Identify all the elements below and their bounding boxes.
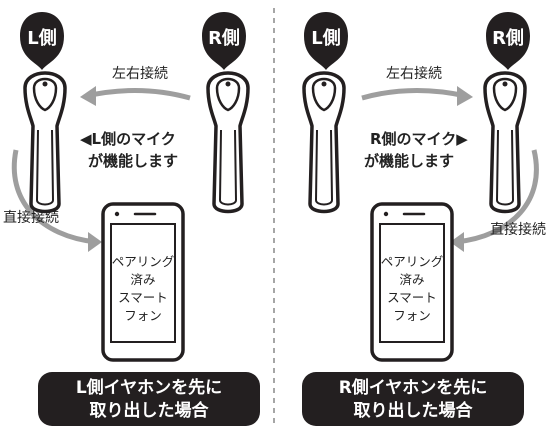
- left-pin-r-label: R側: [208, 27, 240, 49]
- right-phone-line-4: フォン: [393, 308, 431, 323]
- right-pin-l: L側: [304, 12, 348, 70]
- right-earbud-l-icon: [302, 71, 346, 214]
- right-phone-line-2: 済み: [399, 272, 424, 287]
- right-link-label: 左右接続: [386, 65, 442, 82]
- left-link-label: 左右接続: [112, 65, 168, 82]
- right-pin-l-label: L側: [311, 27, 340, 49]
- left-phone-icon: ペアリング 済み スマート フォン: [101, 202, 185, 362]
- left-phone-line-1: ペアリング: [112, 254, 175, 269]
- right-phone-icon: ペアリング 済み スマート フォン: [370, 202, 454, 362]
- left-panel: L側 R側 左右接続 ◀L側のマイク が機能します 直接接続 ペアリング 済み …: [3, 12, 260, 426]
- left-direct-arrow: [11, 149, 97, 245]
- right-direct-label: 直接接続: [490, 221, 546, 238]
- left-phone-line-3: スマート: [118, 290, 168, 305]
- left-phone-line-4: フォン: [124, 308, 162, 323]
- left-link-arrow: [85, 87, 191, 101]
- left-earbud-l-icon: [23, 71, 67, 214]
- left-caption-line2: 取り出した場合: [90, 400, 210, 421]
- right-mic-line1: R側のマイク▶: [370, 130, 468, 148]
- left-link-arrowhead: [80, 86, 96, 106]
- right-caption-box: [302, 372, 524, 426]
- right-phone-line-3: スマート: [387, 290, 437, 305]
- right-link-arrow: [361, 87, 467, 101]
- left-phone-line-2: 済み: [130, 272, 155, 287]
- left-direct-arrowhead: [88, 232, 102, 252]
- left-mic-line1: ◀L側のマイク: [80, 130, 176, 148]
- left-pin-l: L側: [20, 12, 64, 70]
- left-direct-label: 直接接続: [3, 209, 59, 226]
- right-direct-arrow: [455, 149, 539, 245]
- left-caption-box: [38, 372, 260, 426]
- right-caption-line1: R側イヤホンを先に: [339, 377, 488, 398]
- left-caption-line1: L側イヤホンを先に: [76, 377, 222, 398]
- right-pin-r: R側: [486, 12, 530, 70]
- right-panel: L側 R側 左右接続 R側のマイク▶ が機能します 直接接続 ペアリング 済み …: [302, 12, 546, 426]
- right-link-arrowhead: [457, 86, 473, 106]
- right-earbud-r-icon: [483, 71, 527, 214]
- right-mic-line2: が機能します: [364, 152, 454, 170]
- left-mic-line2: が機能します: [88, 152, 178, 170]
- right-pin-r-label: R側: [492, 27, 524, 49]
- left-pin-r: R側: [202, 12, 246, 70]
- left-earbud-r-icon: [206, 71, 250, 214]
- left-pin-l-label: L側: [27, 27, 56, 49]
- right-phone-line-1: ペアリング: [381, 254, 444, 269]
- right-caption-line2: 取り出した場合: [354, 400, 474, 421]
- right-direct-arrowhead: [450, 232, 464, 252]
